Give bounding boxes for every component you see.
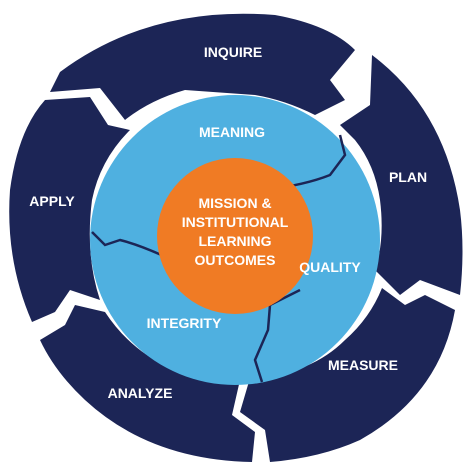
stage-label-inquire: INQUIRE xyxy=(204,44,262,60)
core-label-line-2: INSTITUTIONAL xyxy=(182,214,289,230)
outer-ring xyxy=(9,13,463,462)
pillar-label-meaning: MEANING xyxy=(199,124,265,140)
core-label-line-4: OUTCOMES xyxy=(195,252,276,268)
outer-segment-apply xyxy=(9,97,130,322)
pillar-label-integrity: INTEGRITY xyxy=(147,315,222,331)
outer-segment-measure xyxy=(240,288,455,462)
outer-segment-analyze xyxy=(40,305,255,462)
pillar-label-quality: QUALITY xyxy=(299,259,361,275)
outer-segment-inquire xyxy=(50,13,355,121)
core-label-line-1: MISSION & xyxy=(198,195,271,211)
inner-ring-divider-quality-integrity xyxy=(253,288,301,383)
core-circle xyxy=(157,158,313,314)
stage-label-measure: MEASURE xyxy=(328,357,398,373)
outer-segment-plan xyxy=(340,55,463,295)
stage-label-plan: PLAN xyxy=(389,169,427,185)
core-label-line-3: LEARNING xyxy=(198,233,271,249)
stage-label-apply: APPLY xyxy=(29,193,75,209)
stage-label-analyze: ANALYZE xyxy=(108,385,173,401)
